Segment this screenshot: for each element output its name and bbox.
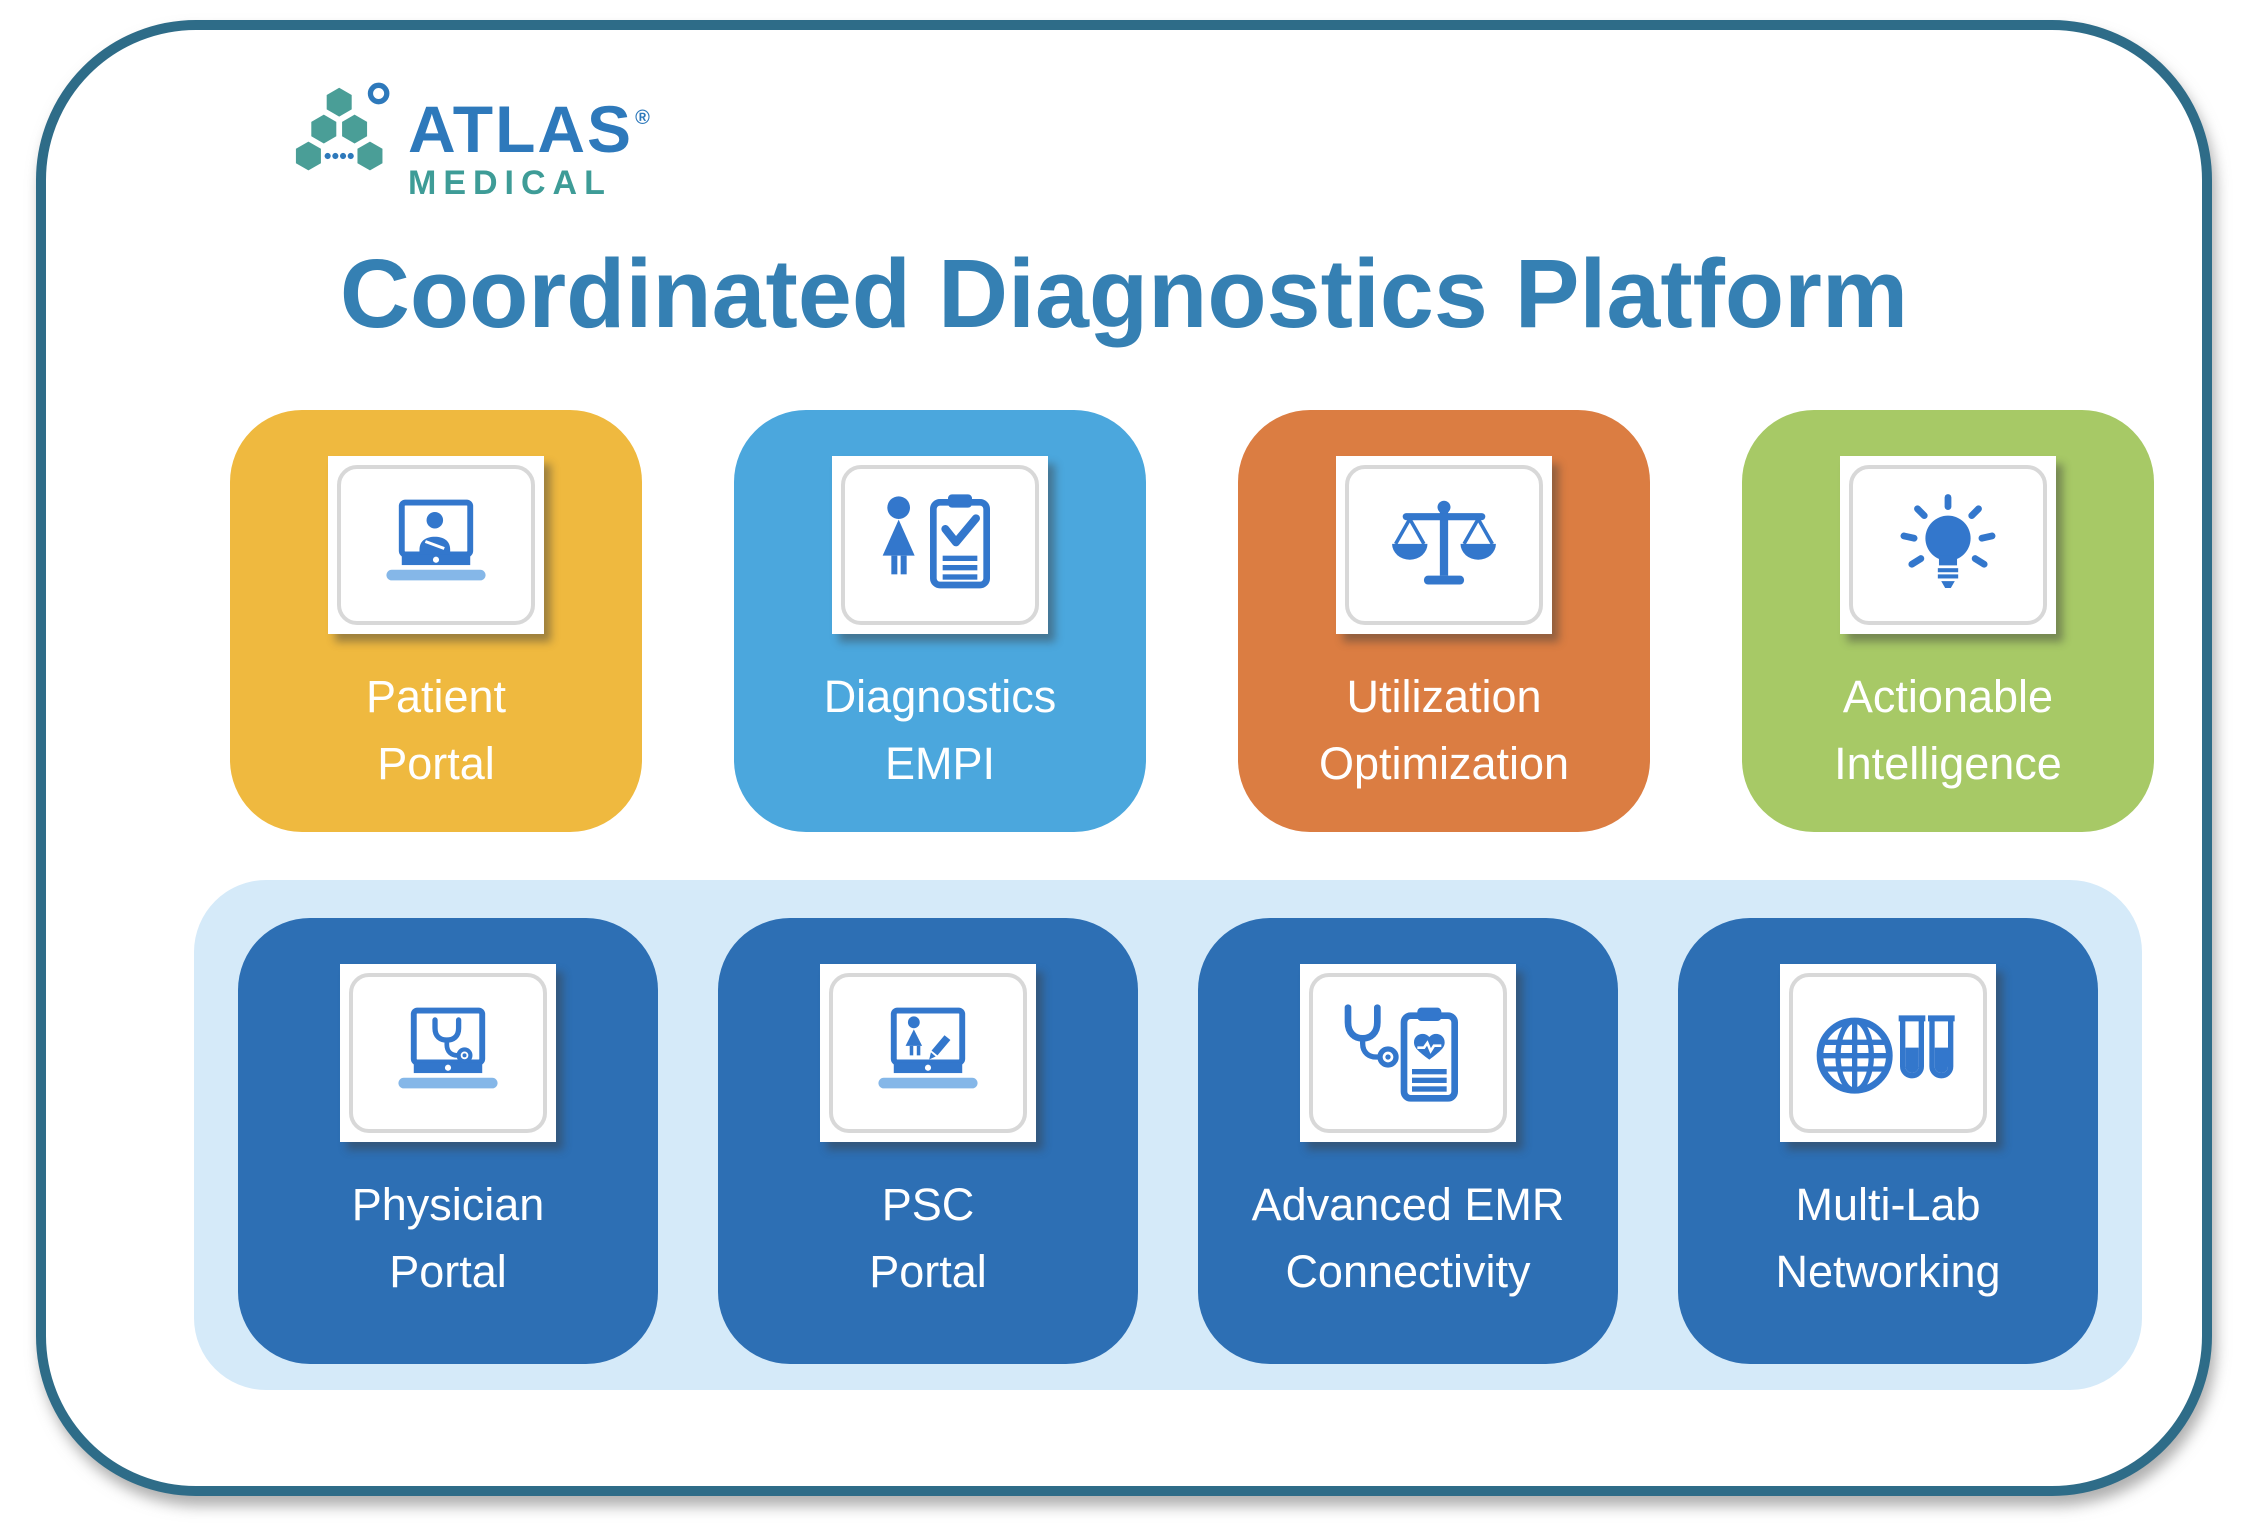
tile-label: Physician Portal [352,1172,545,1305]
tile-utilization-optimization: Utilization Optimization [1238,410,1650,832]
bottom-band: Physician Portal [194,880,2142,1390]
icon-card [328,456,544,634]
globe-test-tubes-icon [1816,1015,1955,1094]
tile-label-line: Physician [351,1179,545,1230]
laptop-stethoscope-icon [398,1007,498,1089]
icon-frame [1849,465,2047,625]
icon-card [1780,964,1996,1142]
icon-frame [1345,465,1543,625]
tile-label-line: Utilization [1346,671,1542,722]
logo-text: ATLAS® MEDICAL [408,96,652,200]
top-row: Patient Portal [230,410,2154,832]
laptop-patient-icon [386,499,486,581]
tile-label-line: Advanced EMR [1251,1179,1565,1230]
tile-label-line: Networking [1775,1245,2001,1297]
tile-label: Advanced EMR Connectivity [1252,1172,1565,1305]
tile-label-line: Portal [869,1245,987,1297]
tile-label-line: Intelligence [1834,737,2062,789]
tile-label-line: Actionable [1842,671,2054,722]
icon-card [340,964,556,1142]
bottom-row: Physician Portal [238,918,2098,1364]
tile-actionable-intelligence: Actionable Intelligence [1742,410,2154,832]
icon-card [1300,964,1516,1142]
lightbulb-rays-icon [1900,494,1996,588]
tile-label-line: Multi-Lab [1795,1179,1981,1230]
icon-frame [1309,973,1507,1133]
tile-label-line: Portal [389,1245,507,1297]
logo-brand-word: ATLAS [408,92,634,166]
tile-physician-portal: Physician Portal [238,918,658,1364]
icon-card [1336,456,1552,634]
tile-label-line: Connectivity [1285,1245,1531,1297]
atlas-medical-logo: ATLAS® MEDICAL [294,82,652,200]
icon-card [832,456,1048,634]
icon-frame [1789,973,1987,1133]
hexagon-cluster-icon [295,82,390,171]
logo-brand-text: ATLAS® [408,96,652,162]
tile-multi-lab-networking: Multi-Lab Networking [1678,918,2098,1364]
icon-frame [841,465,1039,625]
tile-advanced-emr-connectivity: Advanced EMR Connectivity [1198,918,1618,1364]
page-title: Coordinated Diagnostics Platform [339,239,1909,348]
icon-card [820,964,1036,1142]
tile-label-line: Patient [365,671,507,722]
registered-mark: ® [635,107,652,129]
tile-label: Utilization Optimization [1319,664,1569,797]
tile-label-line: Diagnostics [823,671,1057,722]
tile-label: PSC Portal [869,1172,987,1305]
balance-scale-icon [1392,500,1496,585]
patient-clipboard-check-icon [882,494,990,589]
tile-patient-portal: Patient Portal [230,410,642,832]
tile-diagnostics-empi: Diagnostics EMPI [734,410,1146,832]
tile-psc-portal: PSC Portal [718,918,1138,1364]
tile-label: Actionable Intelligence [1834,664,2062,797]
tile-label: Multi-Lab Networking [1775,1172,2000,1305]
outer-frame: ATLAS® MEDICAL Coordinated Diagnostics P… [36,20,2212,1496]
tile-label-line: EMPI [884,737,995,789]
tile-label: Patient Portal [366,664,506,797]
icon-card [1840,456,2056,634]
logo-subbrand-text: MEDICAL [408,164,612,202]
icon-frame [829,973,1027,1133]
laptop-clinician-pencil-icon [878,1007,978,1089]
stethoscope-clipboard-heart-icon [1344,1004,1459,1102]
tile-label-line: PSC [881,1179,975,1230]
icon-frame [337,465,535,625]
tile-label-line: Portal [377,737,495,789]
tile-label: Diagnostics EMPI [824,664,1057,797]
icon-frame [349,973,547,1133]
tile-label-line: Optimization [1318,737,1570,789]
